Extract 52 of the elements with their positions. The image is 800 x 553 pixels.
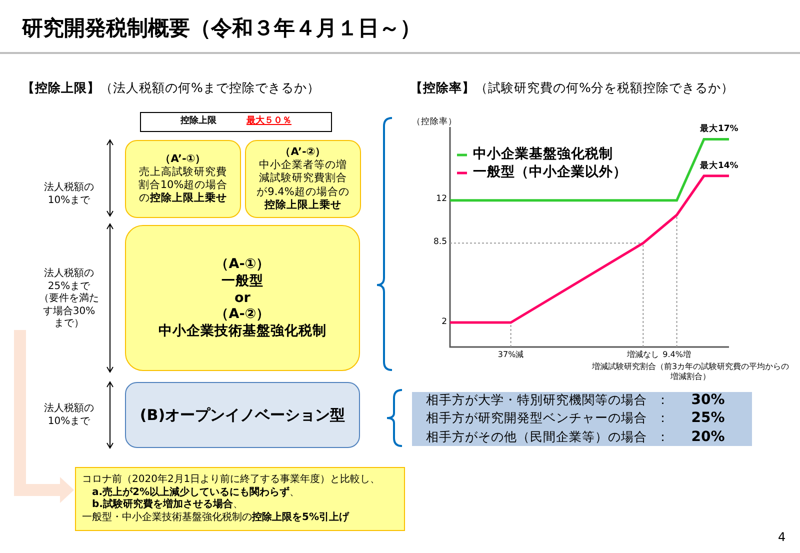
axis-title: 増減試験研究割合（前3カ年の試験研究費の平均からの増減割合） bbox=[590, 362, 790, 382]
rate-value: 30% bbox=[690, 392, 726, 410]
legend-text: 中小企業基盤強化税制 bbox=[473, 146, 613, 162]
tick-label: 37%減 bbox=[498, 350, 524, 360]
condition-box bbox=[125, 140, 241, 218]
label-box bbox=[140, 112, 332, 132]
category-box bbox=[125, 225, 360, 371]
rate-box bbox=[412, 392, 752, 446]
box-text: (B)オープンイノベーション型 bbox=[140, 406, 346, 424]
note-text: コロナ前（2020年2月1日より前に終了する事業年度）と比較し、 bbox=[81, 474, 382, 486]
box-heading: （A’-②） bbox=[278, 146, 328, 159]
tick-label: 2 bbox=[442, 316, 447, 327]
tick-label: 8.5 bbox=[433, 237, 447, 248]
separator-text: ： bbox=[656, 392, 670, 409]
partner-text: 相手方が研究開発型ベンチャーの場合 bbox=[426, 410, 648, 428]
box-text: （A-①） bbox=[214, 256, 270, 273]
section-heading: 【控除率】（試験研究費の何%分を税額控除できるか） bbox=[410, 80, 735, 96]
legend-text: 一般型（中小企業以外） bbox=[473, 164, 627, 180]
condition-box bbox=[245, 140, 361, 218]
box-text: or bbox=[234, 290, 250, 306]
limit-label: 法人税額の10%まで bbox=[43, 182, 95, 207]
box-label: 控除上限 bbox=[180, 116, 216, 128]
note-text: 一般型・中小企業技術基盤強化税制の控除上限を5%引上げ bbox=[81, 512, 350, 524]
note-text: b.試験研究費を増加させる場合、 bbox=[91, 499, 244, 512]
rate-value: 20% bbox=[690, 428, 726, 446]
limit-label: 法人税額の25%まで（要件を満たす場合30%まで） bbox=[38, 268, 100, 330]
box-text: 売上高試験研究費割合10%超の場合の控除上限上乗せ bbox=[137, 166, 229, 206]
partner-text: 相手方が大学・特別研究機関等の場合 bbox=[426, 392, 648, 409]
tick-label: 12 bbox=[436, 194, 447, 205]
axis-title: （控除率） bbox=[412, 117, 457, 128]
max-annotation: 最大17% bbox=[700, 124, 738, 134]
box-heading: （A’-①） bbox=[158, 152, 208, 166]
tick-label: 9.4%増 bbox=[662, 350, 691, 360]
rate-value: 25% bbox=[690, 410, 726, 428]
note-text: a.売上が2%以上減少しているにも関わらず、 bbox=[91, 486, 301, 498]
tick-label: 増減なし bbox=[627, 350, 660, 360]
page-title: 研究開発税制概要（令和３年４月１日～） bbox=[22, 15, 421, 42]
category-box bbox=[125, 382, 360, 448]
section-heading: 【控除上限】（法人税額の何%まで控除できるか） bbox=[22, 80, 321, 96]
box-text: 中小企業技術基盤強化税制 bbox=[158, 323, 326, 340]
partner-text: 相手方がその他（民間企業等）の場合 bbox=[426, 428, 648, 446]
max-value: 最大５０％ bbox=[246, 116, 292, 128]
limit-label: 法人税額の10%まで bbox=[43, 403, 95, 428]
note-box bbox=[75, 467, 405, 531]
page-number: 4 bbox=[778, 530, 787, 545]
box-text: 一般型 bbox=[222, 272, 264, 290]
separator-text: ： bbox=[656, 428, 670, 446]
box-text: （A-②） bbox=[214, 306, 270, 324]
max-annotation: 最大14% bbox=[700, 160, 738, 172]
arrow bbox=[14, 330, 74, 503]
box-text: 中小企業者等の増減試験研究費割合が9.4%超の場合の控除上限上乗せ bbox=[256, 159, 350, 212]
separator-text: ： bbox=[656, 410, 670, 428]
